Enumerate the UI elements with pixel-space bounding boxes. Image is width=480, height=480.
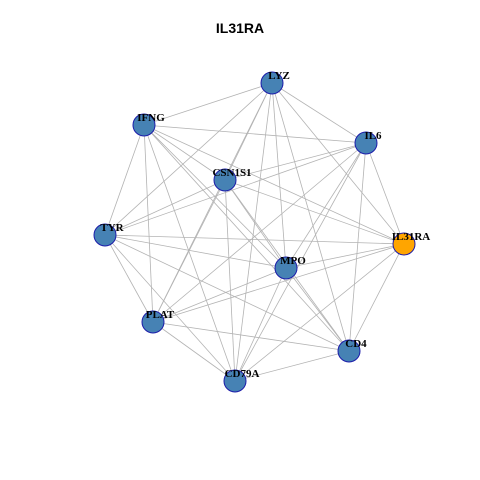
node-label: TYR [100, 222, 124, 234]
node-label: IL31RA [392, 231, 431, 243]
node-label: IFNG [137, 112, 165, 124]
edge-lyz-ifng [143, 82, 273, 126]
node-circle [354, 131, 378, 155]
node-circle [223, 369, 247, 393]
edge-csn1s1-tyr [104, 179, 226, 236]
node-circle [132, 113, 156, 137]
edge-ifng-cd4 [143, 124, 350, 352]
node-circle [260, 71, 284, 95]
figure-title: IL31RA [215, 20, 265, 36]
node-plat: PLAT [141, 309, 175, 334]
node-circle [392, 232, 416, 256]
edge-mpo-cd4 [285, 267, 350, 352]
edge-plat-cd79a [152, 321, 236, 382]
edge-cd4-cd79a [234, 350, 350, 382]
edge-lyz-il6 [271, 82, 367, 144]
edge-il6-plat [152, 142, 367, 323]
node-circle [141, 310, 165, 334]
node-label: CD4 [345, 338, 367, 350]
edge-csn1s1-cd79a [224, 179, 236, 382]
edge-csn1s1-il31ra [224, 179, 405, 245]
node-label: IL6 [364, 130, 382, 142]
edge-il6-cd4 [348, 142, 367, 352]
edge-layer [104, 82, 405, 382]
edge-il31ra-mpo [285, 243, 405, 269]
edge-il6-cd79a [234, 142, 367, 382]
edge-il6-tyr [104, 142, 367, 236]
edge-tyr-cd4 [104, 234, 350, 352]
node-circle [93, 223, 117, 247]
node-circle [274, 256, 298, 280]
edge-lyz-cd79a [234, 82, 273, 382]
edge-lyz-mpo [271, 82, 287, 269]
edge-il31ra-cd4 [348, 243, 405, 352]
edge-plat-cd4 [152, 321, 350, 352]
node-circle [213, 168, 237, 192]
edge-tyr-mpo [104, 234, 287, 269]
node-il31ra: IL31RA [392, 231, 431, 256]
node-ifng: IFNG [132, 112, 165, 137]
edge-tyr-cd79a [104, 234, 236, 382]
edge-il31ra-plat [152, 243, 405, 323]
node-lyz: LYZ [260, 70, 290, 95]
edge-ifng-cd79a [143, 124, 236, 382]
edge-ifng-csn1s1 [143, 124, 226, 181]
node-cd4: CD4 [337, 338, 367, 363]
edge-mpo-plat [152, 267, 287, 323]
edge-il6-il31ra [365, 142, 405, 245]
node-csn1s1: CSN1S1 [212, 167, 252, 192]
node-label: CSN1S1 [212, 167, 251, 179]
edge-lyz-il31ra [271, 82, 405, 245]
edge-ifng-plat [143, 124, 154, 323]
edge-mpo-cd79a [234, 267, 287, 382]
edge-ifng-tyr [104, 124, 145, 236]
edge-tyr-il31ra [104, 234, 405, 245]
edge-csn1s1-plat [152, 179, 226, 323]
edge-tyr-plat [104, 234, 154, 323]
node-tyr: TYR [93, 222, 125, 247]
node-cd79a: CD79A [223, 368, 260, 393]
node-mpo: MPO [274, 255, 306, 280]
edge-il6-mpo [285, 142, 367, 269]
edge-il6-csn1s1 [224, 142, 367, 181]
node-il6: IL6 [354, 130, 382, 155]
node-circle [337, 339, 361, 363]
node-label: PLAT [146, 309, 175, 321]
node-label: LYZ [268, 70, 290, 82]
edge-ifng-il31ra [143, 124, 405, 245]
node-label: CD79A [225, 368, 260, 380]
edge-lyz-cd4 [271, 82, 350, 352]
node-label: MPO [280, 255, 306, 267]
edge-ifng-il6 [143, 124, 367, 144]
edge-lyz-tyr [104, 82, 273, 236]
